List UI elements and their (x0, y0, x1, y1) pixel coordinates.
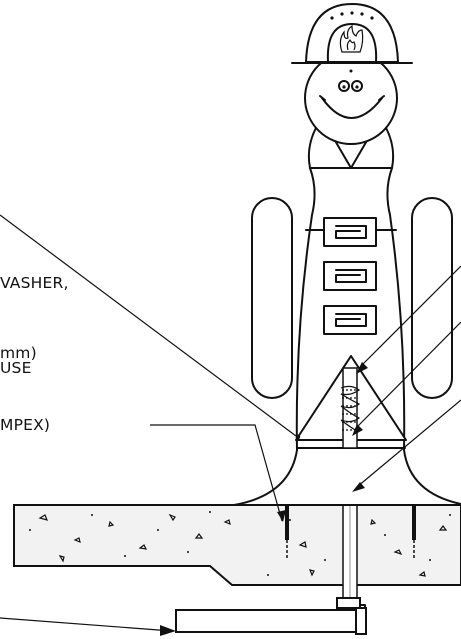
concrete-slab (13, 504, 461, 586)
horizontal-conduit (175, 609, 357, 633)
callout-use: USE (0, 359, 32, 377)
flame-icon (339, 24, 364, 53)
right-arm (411, 197, 453, 399)
torso (233, 167, 461, 506)
leader-lines (0, 214, 461, 636)
left-arm (251, 197, 293, 399)
eyes (338, 80, 363, 92)
head (304, 51, 398, 145)
smile (321, 97, 383, 119)
callout-mm: mm) (0, 344, 37, 362)
callout-mpex: MPEX) (0, 416, 50, 434)
callout-washer: VASHER, (0, 274, 69, 292)
callouts: VASHER, mm) USE MPEX) (0, 274, 69, 434)
helmet-vents (330, 11, 374, 73)
chest-vents (323, 217, 377, 335)
concrete-aggregate (38, 513, 448, 577)
concrete-dots (29, 511, 451, 576)
anchor-bolts (285, 506, 416, 560)
internal-riser (340, 367, 361, 449)
